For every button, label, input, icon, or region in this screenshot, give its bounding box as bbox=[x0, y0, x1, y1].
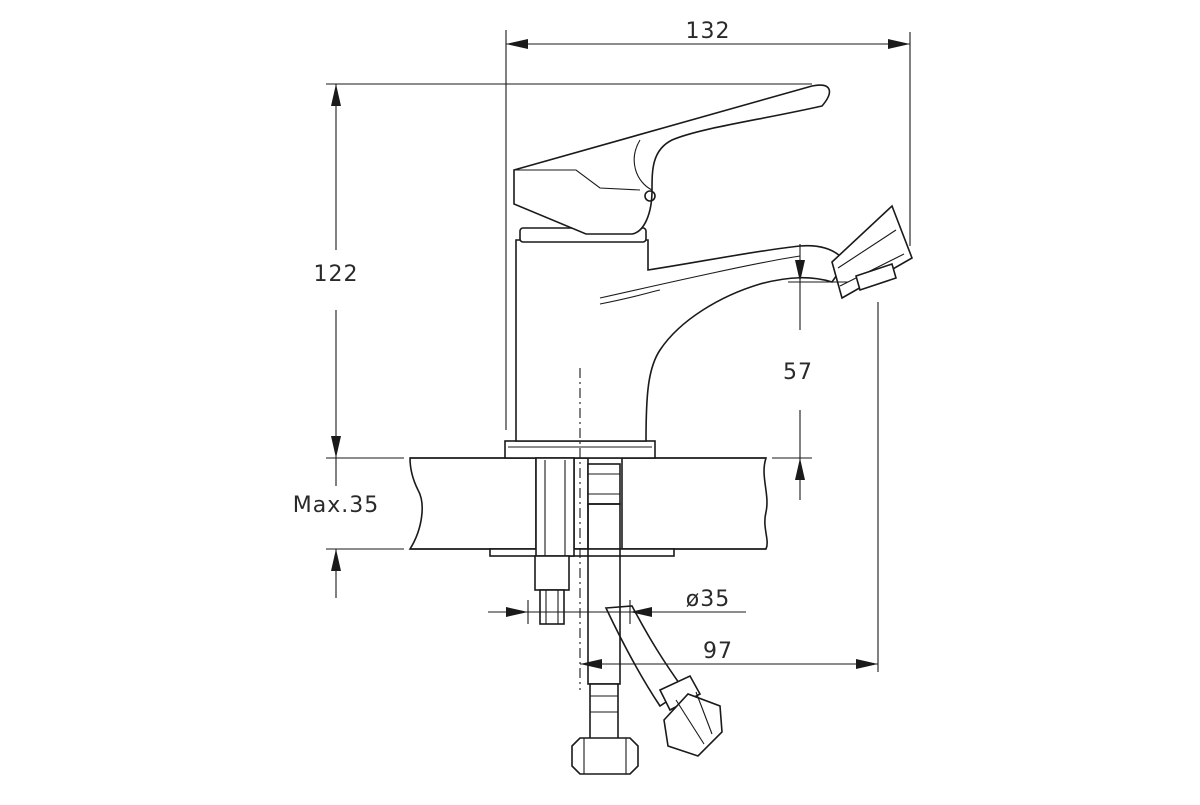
reach-value: 97 bbox=[703, 639, 733, 664]
dimension-deck-thickness: Max.35 bbox=[293, 458, 404, 598]
supply-hose-straight bbox=[571, 463, 639, 775]
width-value: 132 bbox=[686, 19, 731, 44]
height-value: 122 bbox=[314, 262, 359, 287]
mounting-stud bbox=[534, 368, 581, 690]
clearance-value: 57 bbox=[783, 360, 813, 385]
faucet-body bbox=[515, 227, 847, 442]
supply-hose-angled bbox=[604, 605, 723, 757]
dimension-height: 122 bbox=[314, 83, 812, 459]
lever-handle bbox=[513, 84, 831, 235]
spout-aerator bbox=[831, 204, 913, 300]
dimension-reach: 97 bbox=[580, 302, 879, 672]
hole-diameter-value: ø35 bbox=[686, 587, 730, 612]
dimension-width: 132 bbox=[505, 19, 911, 430]
base-flange bbox=[489, 440, 675, 557]
dimension-clearance: 57 bbox=[772, 244, 848, 500]
dimension-hole-diameter: ø35 bbox=[488, 587, 746, 624]
deck-thickness-value: Max.35 bbox=[293, 493, 379, 518]
